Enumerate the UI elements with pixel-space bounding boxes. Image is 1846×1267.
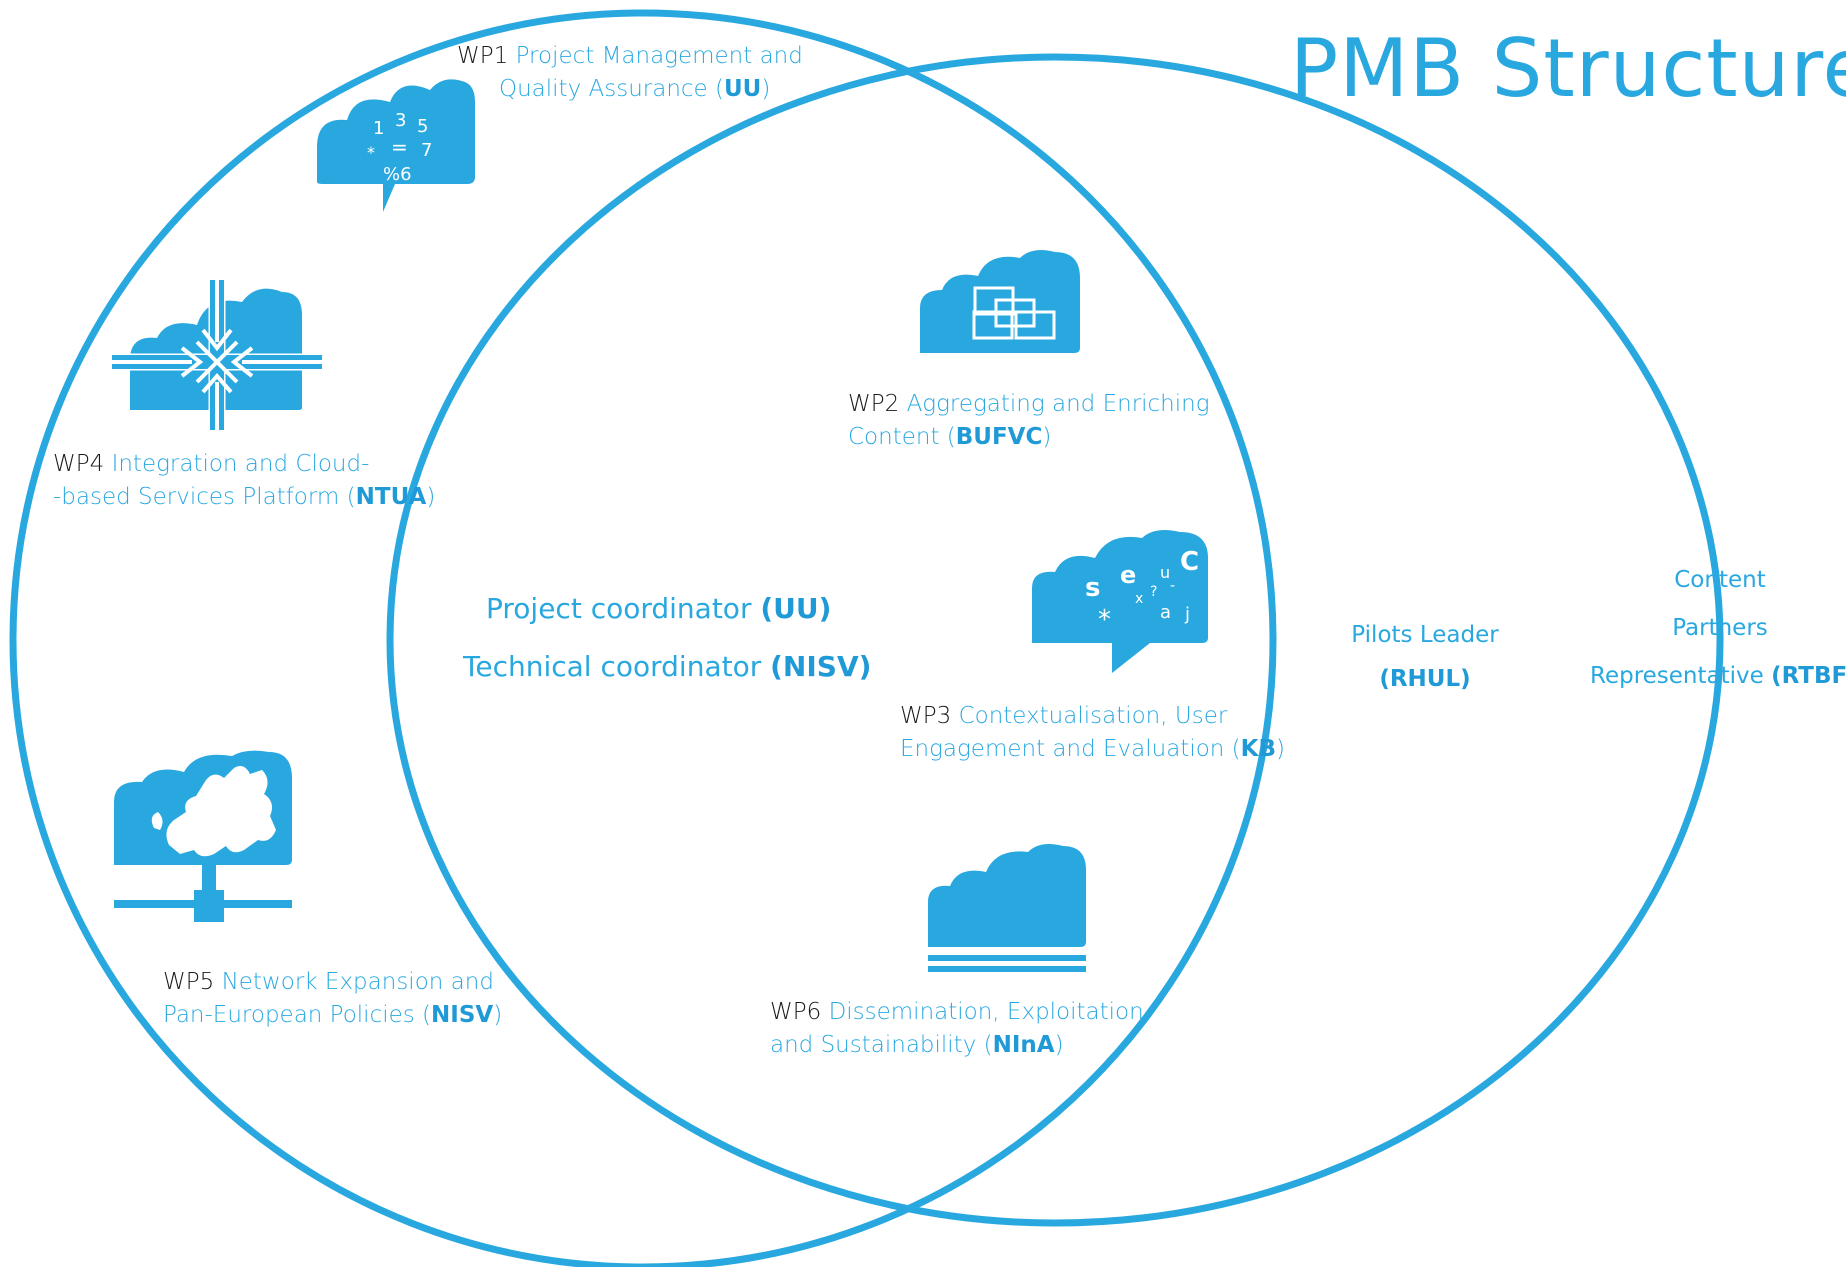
wp3-org: KB	[1240, 736, 1277, 762]
svg-text:j: j	[1184, 604, 1190, 625]
wp2-id: WP2	[848, 391, 900, 417]
wp3-line1: Contextualisation, User	[958, 703, 1228, 729]
wp1-id: WP1	[457, 43, 509, 69]
wp2-label: WP2 Aggregating and Enriching Content (B…	[848, 388, 1210, 454]
wp4-suffix: )	[426, 484, 436, 510]
content-partners-line2: Partners	[1672, 615, 1768, 641]
wp2-line1: Aggregating and Enriching	[906, 391, 1210, 417]
inner-right-circle	[386, 53, 1724, 1227]
svg-text:s: s	[1085, 573, 1100, 603]
content-partners-line3: Representative	[1590, 663, 1772, 689]
numbers-cloud-icon: 1 3 5 * = 7 %6	[317, 79, 475, 212]
project-coordinator-label: Project coordinator (UU)	[486, 592, 831, 625]
wp4-org: NTUA	[355, 484, 427, 510]
wp3-id: WP3	[900, 703, 952, 729]
wp2-line2: Content (	[848, 424, 956, 450]
converging-arrows-cloud-icon	[112, 280, 322, 430]
wp3-line2: Engagement and Evaluation (	[900, 736, 1241, 762]
letters-cloud-icon: s e u C x ? - * a j	[1032, 530, 1208, 673]
project-coordinator-org: (UU)	[760, 592, 832, 625]
svg-text:a: a	[1160, 602, 1171, 623]
wp5-org: NISV	[431, 1002, 494, 1028]
svg-text:*: *	[1098, 605, 1111, 635]
wp5-line1: Network Expansion and	[221, 969, 494, 995]
wp2-org: BUFVC	[955, 424, 1043, 450]
wp6-line1: Dissemination, Exploitation	[828, 999, 1144, 1025]
wp1-label: WP1 Project Management and Quality Assur…	[457, 40, 803, 106]
wp3-suffix: )	[1276, 736, 1285, 762]
svg-text:C: C	[1180, 547, 1199, 577]
wp1-line1: Project Management and	[515, 43, 803, 69]
wp6-suffix: )	[1054, 1032, 1064, 1058]
europe-network-cloud-icon	[114, 750, 292, 922]
svg-text:*: *	[367, 143, 375, 162]
technical-coordinator-label: Technical coordinator (NISV)	[463, 650, 871, 683]
project-coordinator-text: Project coordinator	[486, 592, 761, 625]
wp3-label: WP3 Contextualisation, User Engagement a…	[900, 700, 1285, 766]
technical-coordinator-org: (NISV)	[770, 650, 872, 683]
wp1-org: UU	[723, 76, 762, 102]
wp1-line2: Quality Assurance (	[499, 76, 724, 102]
wp5-line2: Pan-European Policies (	[163, 1002, 432, 1028]
wp2-suffix: )	[1042, 424, 1052, 450]
content-partners-label: Content Partners Representative (RTBF)	[1590, 556, 1846, 700]
wp6-org: NInA	[992, 1032, 1055, 1058]
wp6-label: WP6 Dissemination, Exploitation and Sust…	[770, 996, 1144, 1062]
wp5-suffix: )	[493, 1002, 503, 1028]
pilots-leader-text: Pilots Leader	[1351, 622, 1499, 648]
content-partners-line1: Content	[1674, 567, 1766, 593]
diagram-title: PMB Structure	[1290, 22, 1846, 115]
pilots-leader-org: (RHUL)	[1379, 666, 1471, 692]
technical-coordinator-text: Technical coordinator	[463, 650, 771, 683]
svg-text:=: =	[391, 135, 408, 159]
content-partners-org: (RTBF)	[1771, 663, 1846, 689]
wp4-line2: -based Services Platform (	[53, 484, 356, 510]
svg-text:-: -	[1170, 578, 1175, 594]
svg-text:e: e	[1120, 561, 1136, 589]
wp5-label: WP5 Network Expansion and Pan-European P…	[163, 966, 502, 1032]
svg-text:?: ?	[1150, 584, 1157, 600]
pilots-leader-label: Pilots Leader (RHUL)	[1330, 622, 1520, 692]
layered-cloud-icon	[928, 844, 1086, 972]
wp6-line2: and Sustainability (	[770, 1032, 993, 1058]
svg-text:5: 5	[417, 116, 428, 137]
wp4-line1: Integration and Cloud-	[111, 451, 370, 477]
svg-text:x: x	[1135, 591, 1143, 607]
svg-text:u: u	[1160, 563, 1170, 582]
wp5-id: WP5	[163, 969, 215, 995]
svg-text:3: 3	[395, 110, 406, 131]
wp6-id: WP6	[770, 999, 822, 1025]
svg-text:1: 1	[373, 118, 384, 139]
svg-text:7: 7	[421, 140, 432, 161]
svg-text:%6: %6	[383, 164, 412, 185]
boxes-cloud-icon	[920, 250, 1080, 353]
outer-left-circle	[9, 9, 1277, 1267]
wp1-suffix: )	[761, 76, 771, 102]
wp4-label: WP4 Integration and Cloud- -based Servic…	[53, 448, 435, 514]
wp4-id: WP4	[53, 451, 105, 477]
